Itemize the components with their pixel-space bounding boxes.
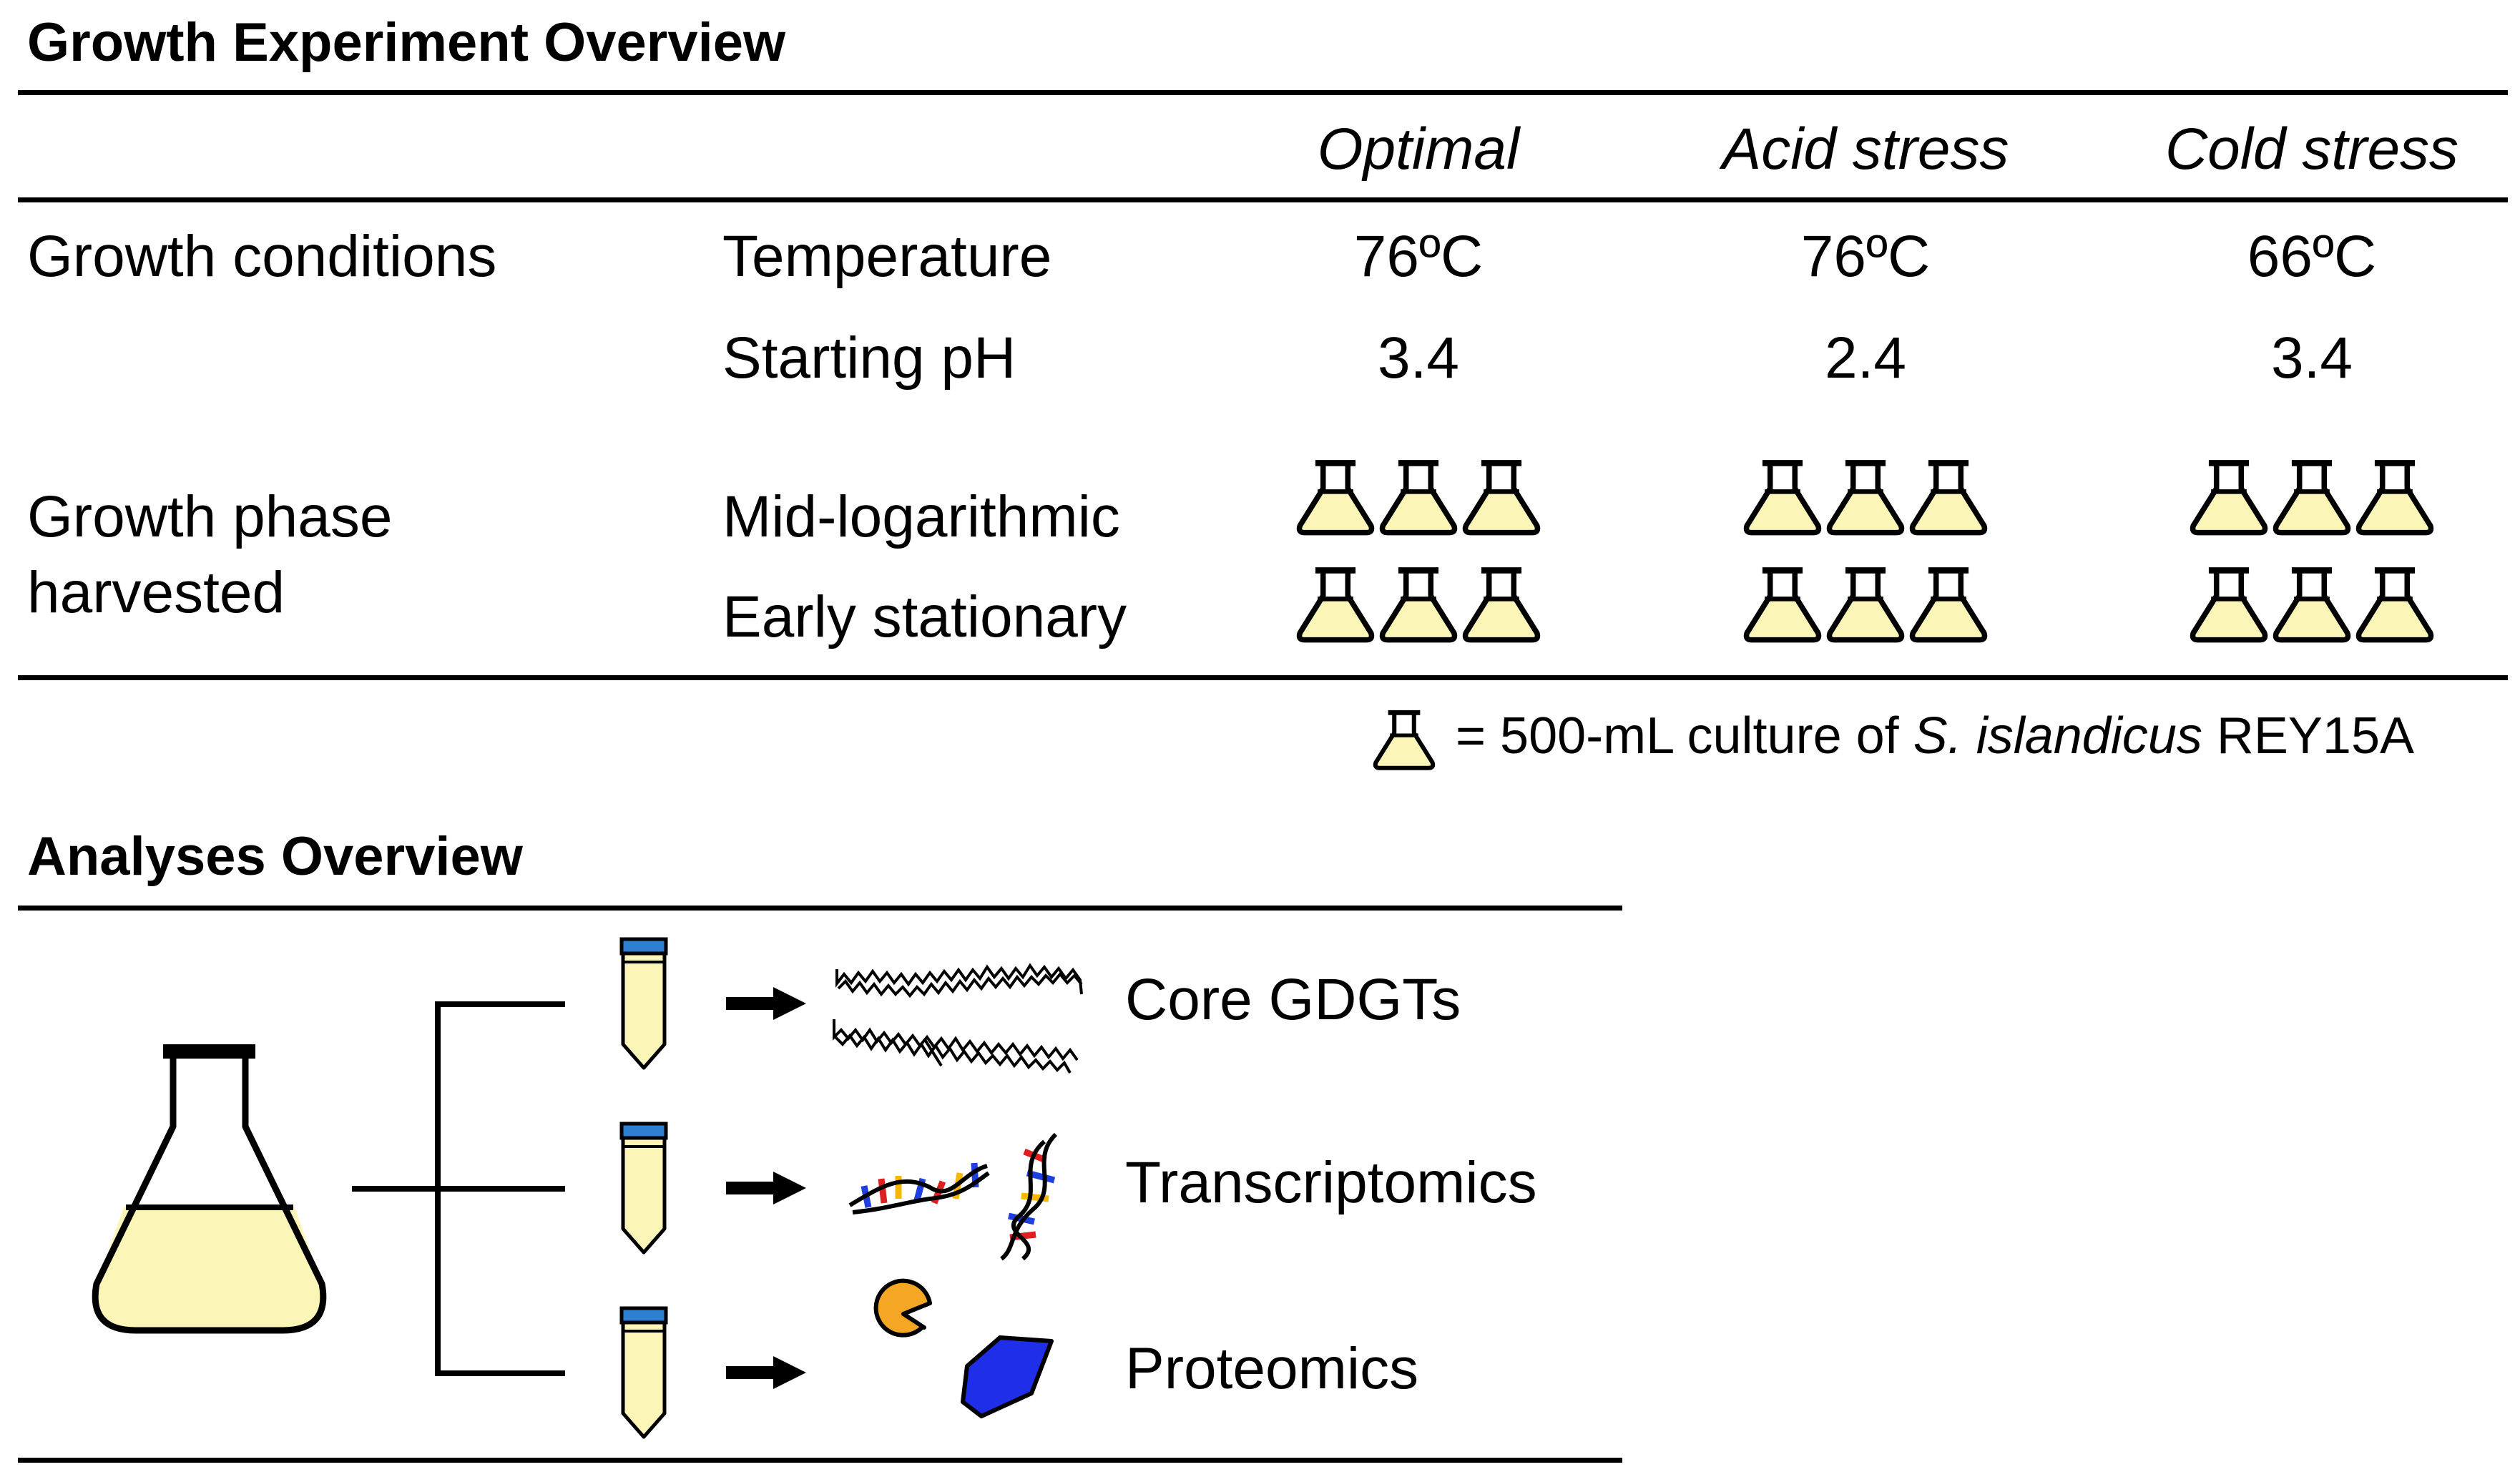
rna-strand-icon [848, 1132, 1058, 1261]
growth-top-rule [18, 90, 2508, 95]
flask-icon-optimal-early-stationary [1462, 567, 1541, 643]
protein-blue-icon [961, 1335, 1054, 1418]
gdgt-lipid-icon [833, 963, 1083, 1074]
temperature-optimal: 76ºC [1353, 224, 1484, 289]
protein-orange-icon [873, 1278, 932, 1338]
growth-bottom-rule [18, 675, 2508, 680]
flask-icon-optimal-early-stationary [1296, 567, 1375, 643]
flask-icon-optimal-mid-log [1296, 460, 1375, 536]
flask-icon-acid-stress-early-stationary [1909, 567, 1988, 643]
flask-icon-acid-stress-mid-log [1826, 460, 1905, 536]
flask-icon-cold-stress-mid-log [2273, 460, 2351, 536]
temperature-acid-stress: 76ºC [1800, 224, 1931, 289]
sample-tube-icon-protein [619, 1306, 668, 1439]
flask-icon-optimal-mid-log [1379, 460, 1458, 536]
arrow-right-icon-gdgt [726, 987, 806, 1020]
legend-text: = 500-mL culture of S. islandicus REY15A [1456, 710, 2414, 762]
flask-icon-cold-stress-mid-log [2355, 460, 2434, 536]
flask-icon-optimal-mid-log [1462, 460, 1541, 536]
analyses-section-title: Analyses Overview [27, 826, 523, 887]
flask-icon-optimal-early-stationary [1379, 567, 1458, 643]
ph-cold-stress: 3.4 [2271, 325, 2353, 391]
growth-phase-label-line1: Growth phase [27, 484, 393, 549]
header-rule [18, 197, 2508, 202]
flask-icon-acid-stress-early-stationary [1826, 567, 1905, 643]
analyses-bottom-rule [18, 1458, 1622, 1463]
legend-strain: REY15A [2202, 707, 2415, 765]
ph-optimal: 3.4 [1378, 325, 1459, 391]
column-header-acid-stress: Acid stress [1722, 117, 2009, 182]
flask-icon-acid-stress-early-stationary [1743, 567, 1822, 643]
flask-icon-cold-stress-early-stationary [2190, 567, 2268, 643]
split-bracket [352, 1001, 565, 1376]
growth-section-title: Growth Experiment Overview [27, 12, 786, 73]
flask-icon-acid-stress-mid-log [1909, 460, 1988, 536]
arrow-right-icon-rna [726, 1172, 806, 1204]
temperature-label: Temperature [722, 224, 1052, 289]
growth-conditions-label: Growth conditions [27, 224, 497, 289]
phase-early-stationary: Early stationary [722, 584, 1127, 649]
flask-icon-cold-stress-early-stationary [2273, 567, 2351, 643]
analyses-top-rule [18, 906, 1622, 911]
legend-prefix: = 500-mL culture of [1456, 707, 1913, 765]
column-header-cold-stress: Cold stress [2164, 117, 2459, 182]
sample-tube-icon-gdgt [619, 937, 668, 1070]
analysis-proteomics: Proteomics [1125, 1336, 1419, 1401]
temperature-cold-stress: 66ºC [2247, 224, 2377, 289]
ph-acid-stress: 2.4 [1825, 325, 1906, 391]
arrow-right-icon-protein [726, 1356, 806, 1389]
column-header-optimal: Optimal [1317, 117, 1520, 182]
flask-icon-cold-stress-early-stationary [2355, 567, 2434, 643]
flask-icon-cold-stress-mid-log [2190, 460, 2268, 536]
flask-icon-acid-stress-mid-log [1743, 460, 1822, 536]
legend-flask-icon [1373, 710, 1436, 770]
analysis-core-gdgts: Core GDGTs [1125, 967, 1461, 1032]
analysis-transcriptomics: Transcriptomics [1125, 1150, 1537, 1215]
growth-phase-label-line2: harvested [27, 560, 285, 625]
legend-species: S. islandicus [1913, 707, 2202, 765]
sample-tube-icon-rna [619, 1122, 668, 1255]
phase-mid-logarithmic: Mid-logarithmic [722, 484, 1120, 549]
starting-ph-label: Starting pH [722, 325, 1016, 391]
large-culture-flask [92, 1044, 327, 1334]
